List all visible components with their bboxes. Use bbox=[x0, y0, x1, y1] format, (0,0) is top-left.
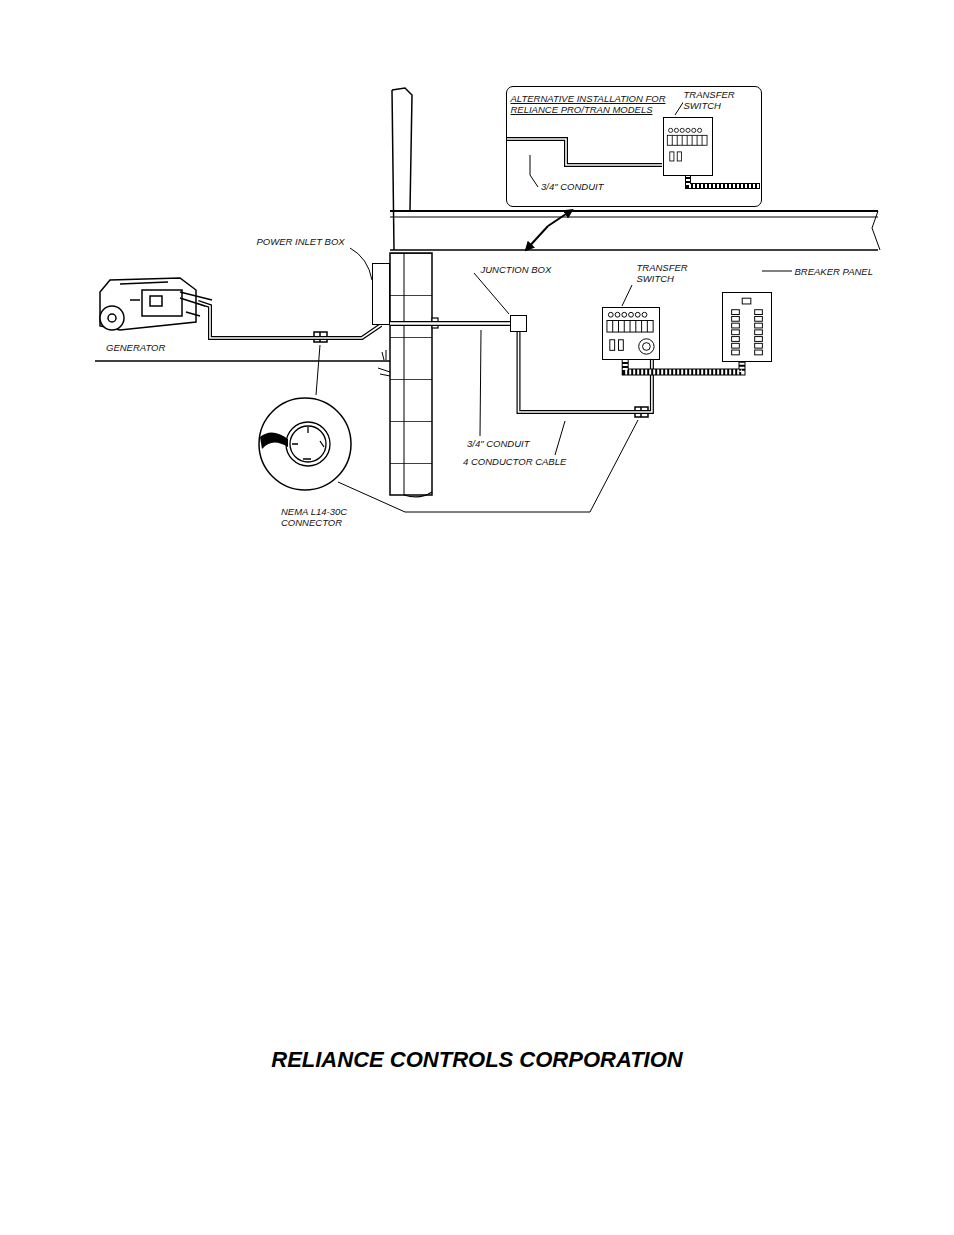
switch-face bbox=[664, 118, 712, 175]
company-caption: RELIANCE CONTROLS CORPORATION bbox=[0, 1047, 954, 1073]
component-label: ALTERNATIVE INSTALLATION FOR RELIANCE PR… bbox=[510, 93, 687, 115]
component-box: TRANSFER SWITCH bbox=[602, 307, 660, 360]
component-box: GENERATOR bbox=[95, 268, 210, 332]
ground bbox=[95, 350, 390, 376]
wire-stroke bbox=[198, 302, 381, 338]
wire-stroke bbox=[390, 321, 510, 326]
component-label: POWER INLET BOX bbox=[256, 236, 346, 247]
component-box: JUNCTION BOX bbox=[510, 315, 527, 332]
component-box: TRANSFER SWITCH bbox=[663, 117, 713, 176]
component-label: TRANSFER SWITCH bbox=[636, 262, 702, 284]
wire-stroke bbox=[198, 302, 381, 338]
house-wall bbox=[390, 88, 432, 497]
component-box: BREAKER PANEL bbox=[722, 292, 772, 362]
component-label: GENERATOR bbox=[105, 342, 166, 353]
wire-connector bbox=[198, 302, 381, 338]
wire-stroke bbox=[390, 322, 510, 325]
leader-lines bbox=[316, 101, 792, 512]
switch-face bbox=[603, 308, 659, 359]
wire-label: 4 CONDUCTOR CABLE bbox=[462, 456, 567, 467]
breaker-face bbox=[723, 293, 771, 361]
generator-drawing bbox=[100, 278, 212, 330]
wire-label: 3/4" CONDUIT bbox=[466, 438, 531, 449]
component-label: BREAKER PANEL bbox=[794, 266, 875, 277]
component-box: NEMA L14-30C CONNECTOR bbox=[258, 397, 352, 491]
component-box: POWER INLET BOX bbox=[372, 263, 390, 325]
wire-connector bbox=[390, 323, 510, 324]
component-label: JUNCTION BOX bbox=[480, 264, 553, 275]
wire-label: 3/4" CONDUIT bbox=[540, 181, 605, 192]
top-inset-wiring bbox=[507, 139, 760, 186]
floor-joist bbox=[390, 211, 880, 250]
component-label: NEMA L14-30C CONNECTOR bbox=[280, 506, 360, 528]
connector-circle bbox=[258, 397, 352, 491]
alternative-arrow bbox=[526, 210, 572, 250]
component-label: TRANSFER SWITCH bbox=[683, 89, 749, 111]
